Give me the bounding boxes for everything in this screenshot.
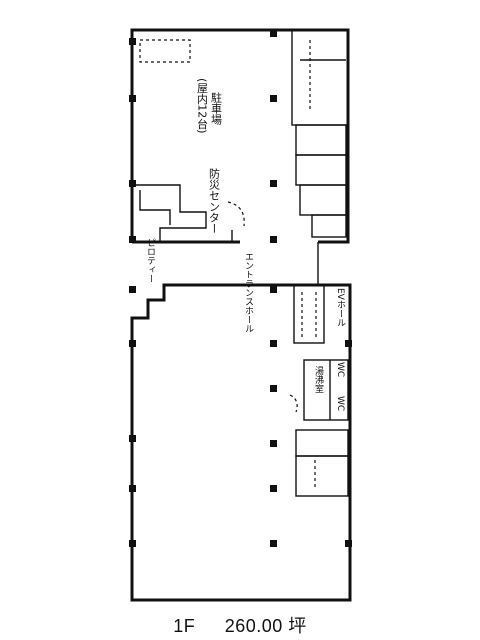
column [270, 286, 277, 293]
upper-block [130, 28, 350, 244]
column [129, 485, 136, 492]
upper-core-rect [291, 29, 349, 126]
column [129, 180, 136, 187]
column [270, 540, 277, 547]
lower-block-outline [130, 283, 352, 602]
floor-number: 1F [173, 616, 196, 636]
column [270, 95, 277, 102]
wc-label-1: WC [335, 362, 345, 377]
security-door-arc [227, 201, 245, 227]
lower-service-2 [295, 455, 349, 497]
security-center-inner [139, 190, 171, 225]
ev-hall-rect [293, 284, 325, 344]
upper-core-room-2 [295, 154, 347, 186]
column [129, 95, 136, 102]
pilotis-label: ピロティー [145, 238, 155, 283]
hot-water-room-label: 湯沸室 [313, 366, 324, 393]
floor-caption: 1F 260.00 坪 [0, 612, 480, 638]
wc-label-2: WC [335, 396, 345, 411]
column [270, 180, 277, 187]
upper-core-room-3 [299, 184, 347, 216]
column [129, 435, 136, 442]
column [270, 385, 277, 392]
column [345, 340, 352, 347]
parking-label: 駐車場 [210, 91, 223, 126]
parking-capacity-label: (屋内12台) [196, 78, 209, 134]
upper-core-room-1 [295, 124, 347, 156]
entrance-hall-label: エントランスホール [243, 252, 254, 333]
lower-block [130, 283, 352, 602]
column [270, 440, 277, 447]
lower-service-1 [295, 429, 349, 457]
upper-top-room [139, 39, 191, 63]
floor-area: 260.00 坪 [224, 616, 307, 636]
column [129, 236, 136, 243]
column [270, 340, 277, 347]
wc-block [303, 359, 349, 421]
security-center-walls [132, 184, 207, 242]
upper-core-room-4 [311, 214, 347, 238]
ev-hall-label: EVホール [335, 288, 346, 327]
column [129, 540, 136, 547]
wc-door-arc [289, 394, 298, 413]
security-center-label: 防災センター [208, 167, 221, 234]
column [129, 340, 136, 347]
column [345, 540, 352, 547]
column [129, 286, 136, 293]
column [270, 485, 277, 492]
column [129, 38, 136, 45]
columns [129, 30, 352, 547]
column [270, 30, 277, 37]
column [270, 236, 277, 243]
